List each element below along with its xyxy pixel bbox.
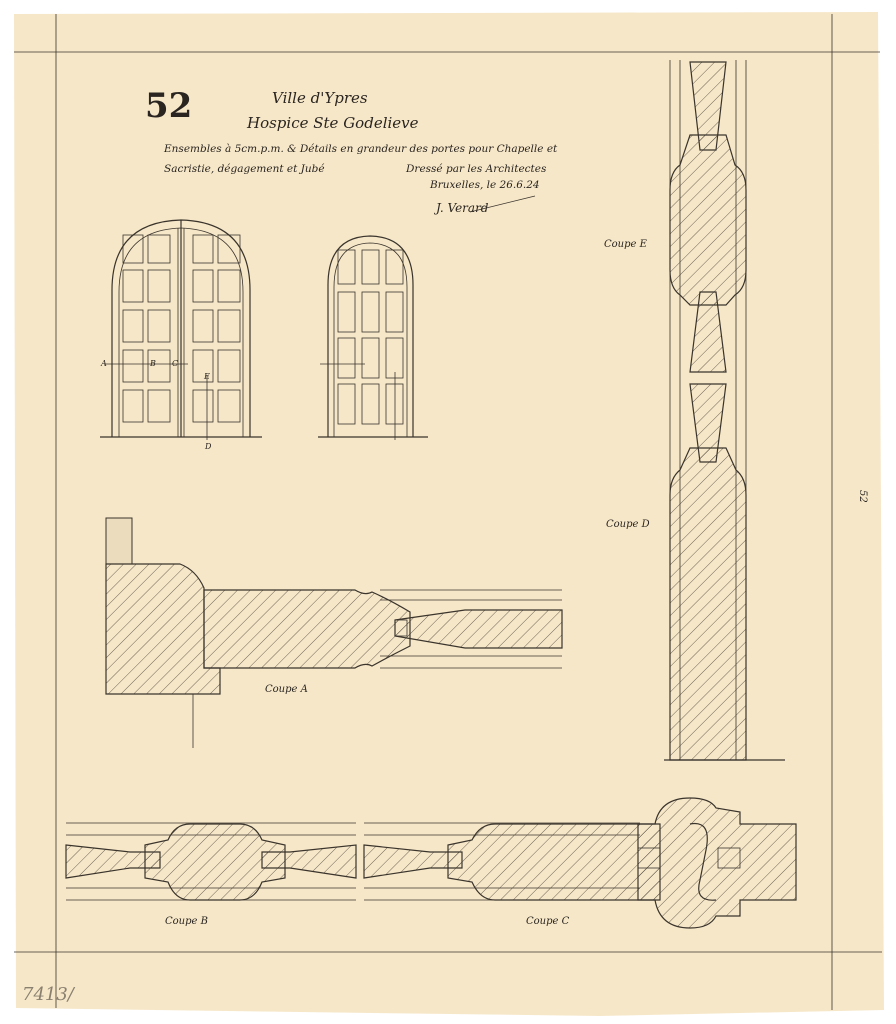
title-line-2: Hospice Ste Godelieve [246,114,419,132]
double-door-elevation [100,219,262,440]
door-label-b: B [149,359,156,368]
section-coupe-e-d [664,60,785,761]
section-coupe-c [363,797,797,929]
door-label-e: E [203,372,210,381]
description-line-2: Sacristie, dégagement et Jubé [164,163,325,175]
place-date: Bruxelles, le 26.6.24 [429,179,540,191]
margin-number: 52 [857,490,868,503]
label-coupe-a: Coupe A [265,684,308,695]
door-label-c: C [172,359,178,368]
frame-lines [14,14,882,1010]
description-line-1: Ensembles à 5cm.p.m. & Détails en grande… [163,143,558,155]
drawn-by: Dressé par les Architectes [405,163,547,175]
label-coupe-d: Coupe D [606,519,650,530]
label-coupe-c: Coupe C [526,916,570,927]
door-label-d: D [204,442,212,451]
signature: J. Verard [433,201,489,215]
single-door-elevation [318,235,428,440]
door-label-a: A [100,359,107,368]
pencil-note: 7413/ [22,984,76,1005]
sheet-number: 52 [145,86,192,126]
section-coupe-a [105,517,563,748]
label-coupe-e: Coupe E [604,239,648,250]
title-line-1: Ville d'Ypres [272,89,368,107]
label-coupe-b: Coupe B [165,916,208,927]
section-coupe-b [65,822,357,901]
